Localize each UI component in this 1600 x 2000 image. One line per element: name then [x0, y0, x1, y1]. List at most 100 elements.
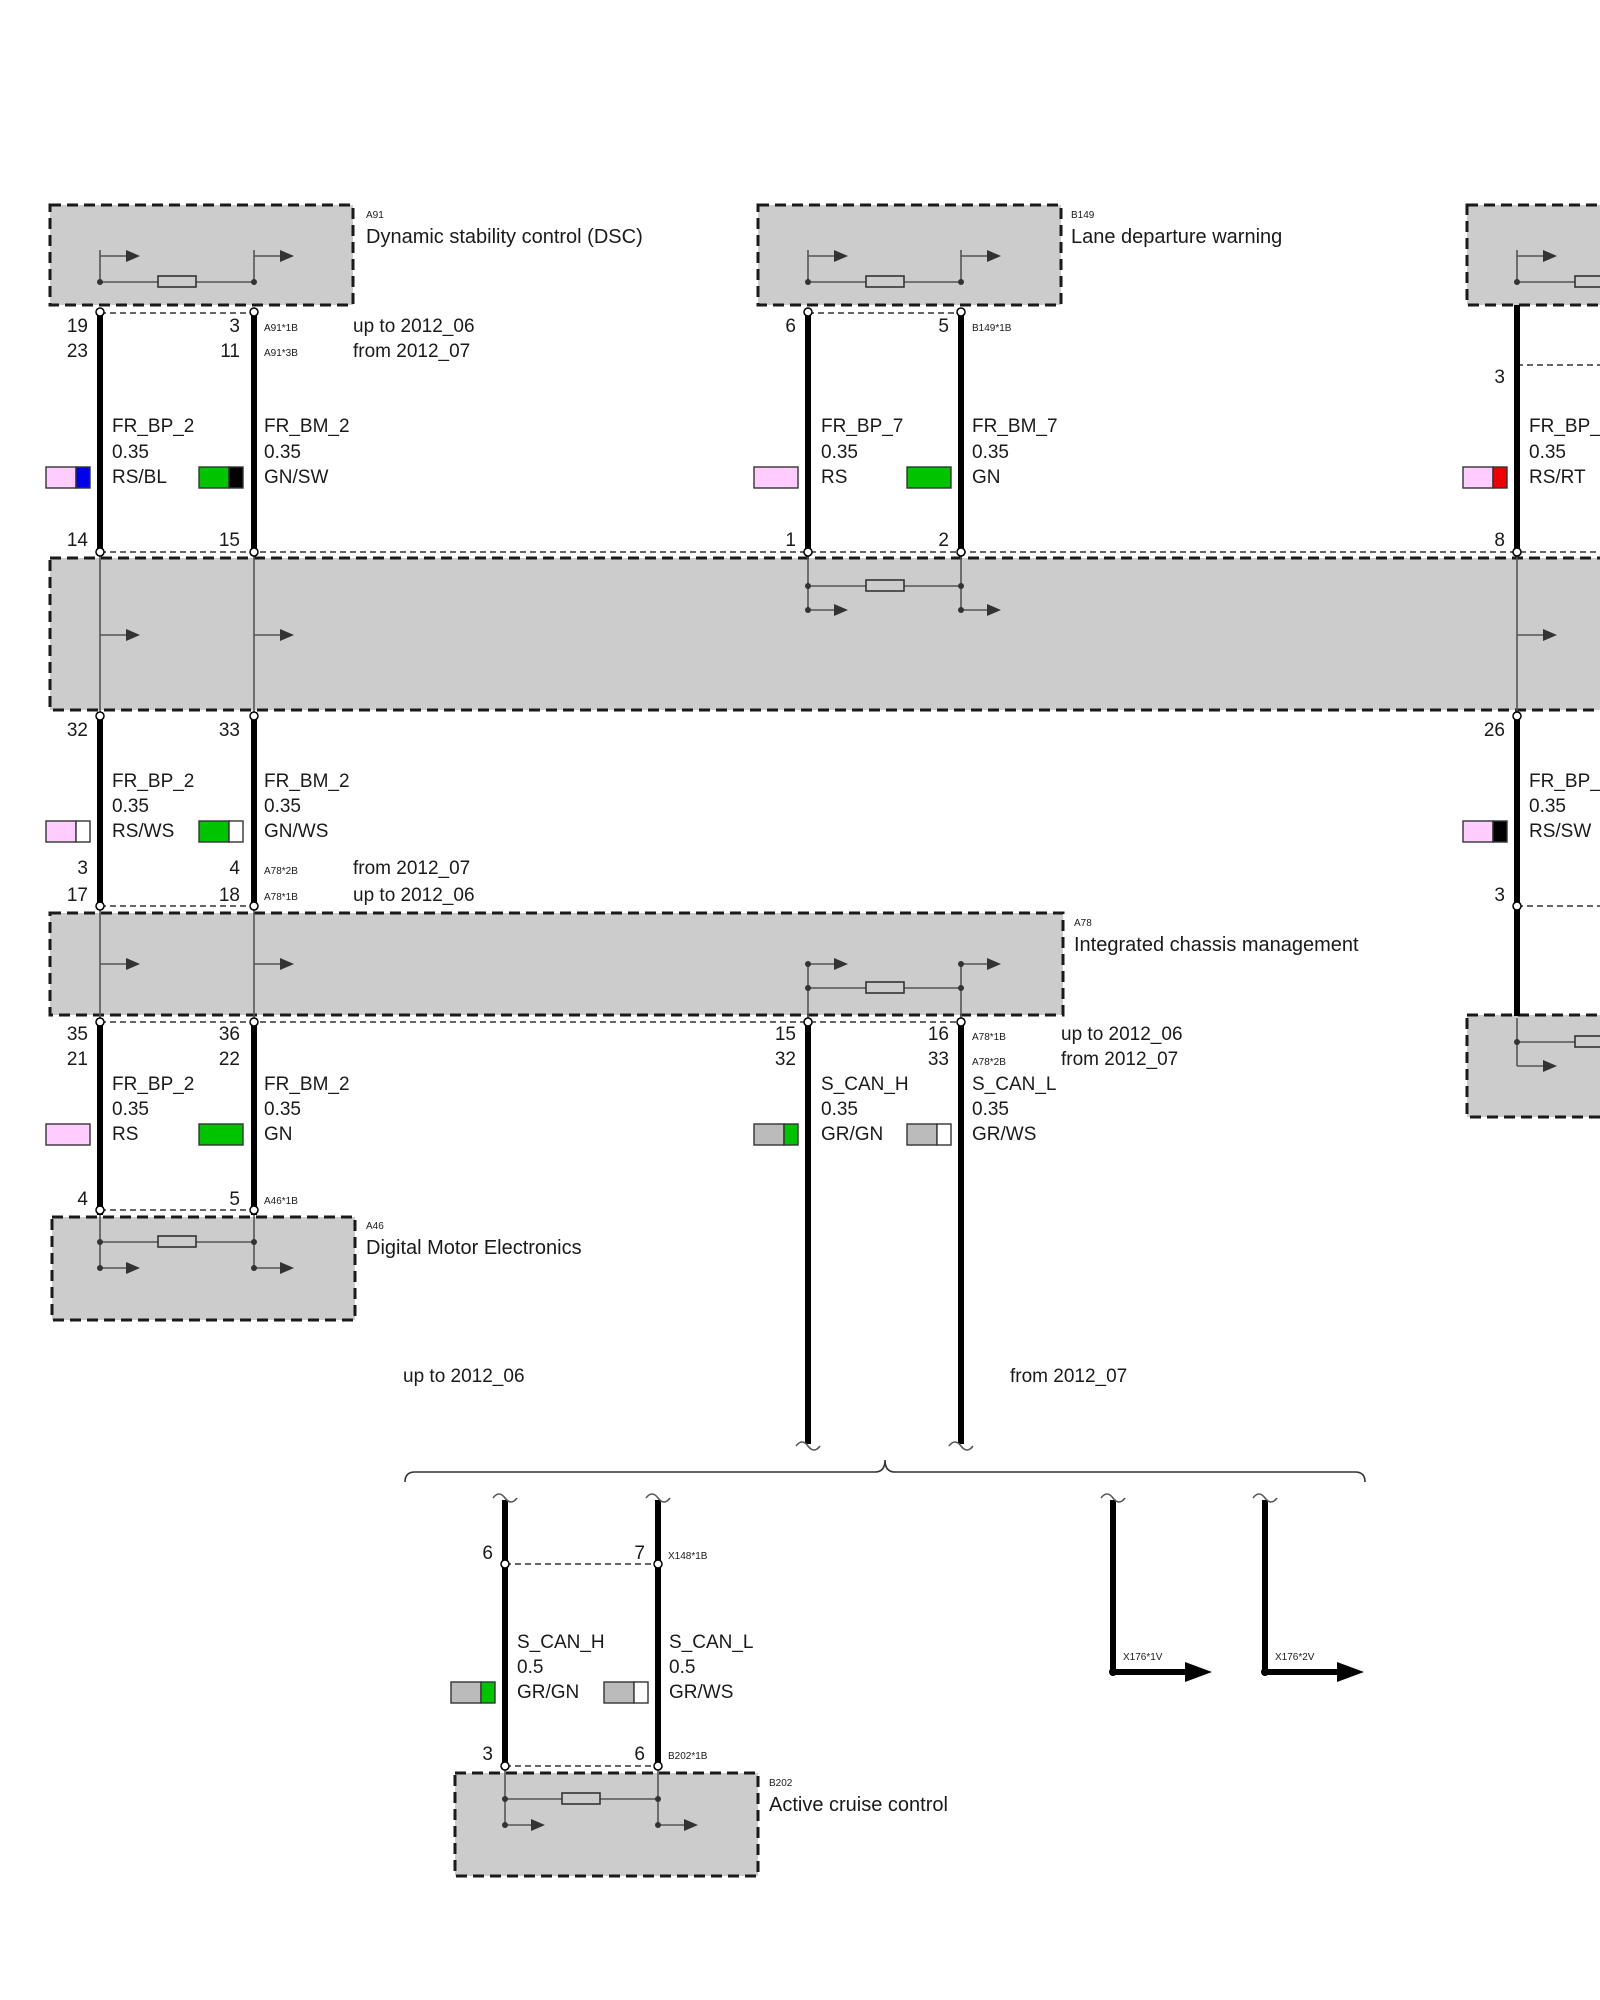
svg-text:32: 32 [775, 1049, 796, 1070]
svg-text:3: 3 [229, 316, 240, 337]
svg-text:7: 7 [634, 1543, 645, 1564]
svg-text:0.5: 0.5 [669, 1657, 695, 1678]
svg-text:3: 3 [1494, 885, 1505, 906]
component-a78-box[interactable] [48, 911, 1065, 1017]
svg-text:6: 6 [482, 1543, 493, 1564]
svg-text:16: 16 [928, 1024, 949, 1045]
svg-text:23: 23 [67, 341, 88, 362]
svg-text:36: 36 [219, 1024, 240, 1045]
svg-text:FR_BP_2: FR_BP_2 [112, 416, 194, 437]
svg-text:3: 3 [77, 858, 88, 879]
svg-text:S_CAN_L: S_CAN_L [669, 1632, 754, 1653]
component-a91-id: A91 [366, 210, 384, 221]
svg-text:18: 18 [219, 885, 240, 906]
svg-text:A46*1B: A46*1B [264, 1196, 298, 1207]
svg-text:X148*1B: X148*1B [668, 1551, 708, 1562]
svg-text:FR_BM_2: FR_BM_2 [264, 771, 350, 792]
svg-text:0.35: 0.35 [112, 1099, 149, 1120]
svg-text:15: 15 [775, 1024, 796, 1045]
svg-text:14: 14 [67, 530, 89, 551]
svg-text:1: 1 [785, 530, 796, 551]
swatch-rs-rt [1462, 466, 1508, 489]
svg-text:RS: RS [112, 1124, 138, 1145]
svg-text:26: 26 [1484, 720, 1505, 741]
component-a46-name: Digital Motor Electronics [366, 1237, 582, 1259]
component-a78-id: A78 [1074, 918, 1092, 929]
svg-text:A78*2B: A78*2B [972, 1057, 1006, 1068]
svg-text:GR/GN: GR/GN [821, 1124, 883, 1145]
swatch-gn-ws [198, 820, 244, 843]
component-a91-box[interactable] [48, 203, 355, 307]
svg-text:5: 5 [938, 316, 949, 337]
svg-text:FR_BP_: FR_BP_ [1529, 771, 1600, 792]
variant-notes: up to 2012_06 from 2012_07 from 2012_07 … [353, 316, 1183, 1387]
svg-text:GN/WS: GN/WS [264, 821, 328, 842]
svg-text:0.35: 0.35 [821, 1099, 858, 1120]
swatch-gr-ws [906, 1123, 952, 1146]
swatch-gr-ws-2 [603, 1681, 649, 1704]
svg-text:X176*2V: X176*2V [1275, 1652, 1315, 1663]
component-b149-name: Lane departure warning [1071, 226, 1282, 248]
svg-text:15: 15 [219, 530, 240, 551]
svg-text:GR/WS: GR/WS [669, 1682, 733, 1703]
wire-break-icons [492, 1441, 1278, 1503]
swatch-rs-bl [45, 466, 91, 489]
swatch-gn-2 [198, 1123, 244, 1146]
svg-text:FR_BM_7: FR_BM_7 [972, 416, 1058, 437]
swatch-rs [753, 466, 799, 489]
svg-text:21: 21 [67, 1049, 88, 1070]
svg-text:FR_BP_: FR_BP_ [1529, 416, 1600, 437]
svg-text:up to 2012_06: up to 2012_06 [353, 316, 475, 337]
svg-text:up to 2012_06: up to 2012_06 [1061, 1024, 1183, 1045]
svg-text:5: 5 [229, 1189, 240, 1210]
svg-text:FR_BP_7: FR_BP_7 [821, 416, 903, 437]
wire-x176-2v[interactable] [1262, 1500, 1339, 1675]
connector-ids: A91*1B A91*3B B149*1B A78*2B A78*1B A78*… [264, 323, 1315, 1762]
svg-text:0.35: 0.35 [264, 796, 301, 817]
svg-text:up to 2012_06: up to 2012_06 [403, 1366, 525, 1387]
swatch-gr-gn-2 [450, 1681, 496, 1704]
component-b149-id: B149 [1071, 210, 1095, 221]
b202-internal-symbol [502, 1770, 698, 1831]
svg-text:2: 2 [938, 530, 949, 551]
a46-internal-symbol [97, 1215, 294, 1274]
component-a78-name: Integrated chassis management [1074, 934, 1359, 956]
svg-text:3: 3 [1494, 367, 1505, 388]
wire-labels: FR_BP_2 0.35 RS/BL FR_BM_2 0.35 GN/SW FR… [112, 416, 1600, 1703]
svg-text:GR/WS: GR/WS [972, 1124, 1036, 1145]
component-b149-box[interactable] [756, 203, 1063, 307]
svg-text:S_CAN_L: S_CAN_L [972, 1074, 1057, 1095]
wire-x176-1v[interactable] [1110, 1500, 1187, 1675]
component-right-box-top[interactable] [1465, 203, 1600, 307]
a91-internal-symbol [97, 250, 294, 288]
svg-text:S_CAN_H: S_CAN_H [821, 1074, 909, 1095]
right-bottom-internal-symbol [1514, 1018, 1600, 1072]
svg-text:RS/BL: RS/BL [112, 467, 167, 488]
svg-text:0.35: 0.35 [112, 796, 149, 817]
a78-internal-symbol [99, 910, 1001, 1018]
svg-text:19: 19 [67, 316, 88, 337]
svg-text:GN/SW: GN/SW [264, 467, 328, 488]
svg-text:33: 33 [928, 1049, 949, 1070]
svg-text:S_CAN_H: S_CAN_H [517, 1632, 605, 1653]
swatch-rs-ws [45, 820, 91, 843]
connector-dash-lines [100, 312, 1600, 1767]
svg-text:0.35: 0.35 [112, 442, 149, 463]
component-middle-box[interactable] [48, 556, 1600, 712]
svg-text:A78*2B: A78*2B [264, 866, 298, 877]
svg-text:from 2012_07: from 2012_07 [353, 341, 470, 362]
svg-text:6: 6 [634, 1744, 645, 1765]
b149-internal-symbol [805, 250, 1001, 288]
variant-brace [404, 1459, 1366, 1483]
svg-text:FR_BM_2: FR_BM_2 [264, 1074, 350, 1095]
svg-text:4: 4 [77, 1189, 88, 1210]
svg-text:A91*1B: A91*1B [264, 323, 298, 334]
component-b202-box[interactable] [453, 1771, 760, 1878]
svg-text:A78*1B: A78*1B [264, 892, 298, 903]
svg-text:0.35: 0.35 [1529, 796, 1566, 817]
svg-text:0.35: 0.35 [972, 442, 1009, 463]
component-b202-id: B202 [769, 1778, 793, 1789]
component-a46-id: A46 [366, 1221, 384, 1232]
svg-text:B202*1B: B202*1B [668, 1751, 708, 1762]
